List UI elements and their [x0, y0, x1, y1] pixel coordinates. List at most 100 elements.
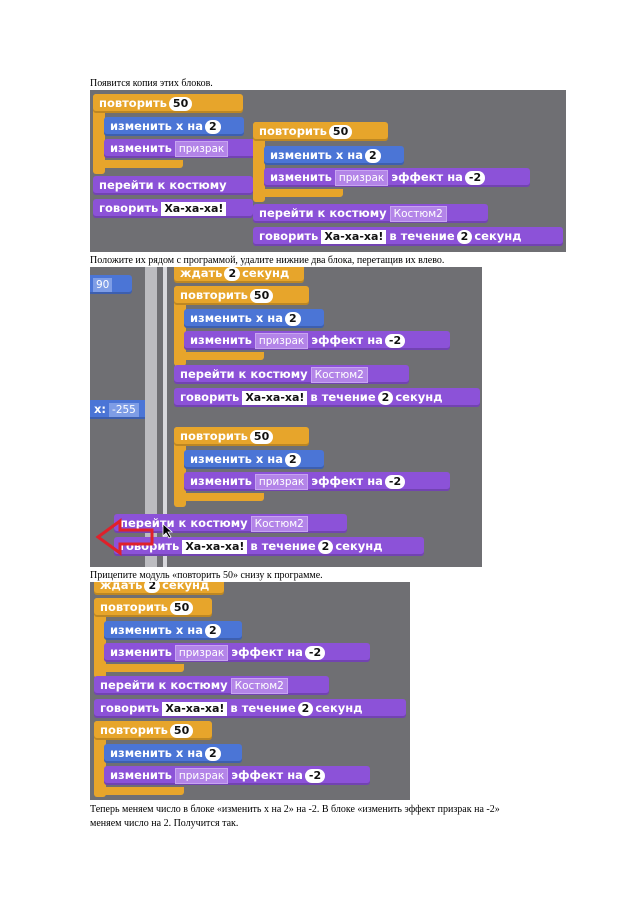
switch-costume-label: перейти к костюму	[259, 206, 387, 220]
costume-dropdown[interactable]: Костюм2	[310, 367, 368, 383]
change-x-value[interactable]: 2	[205, 747, 221, 761]
wait-secs-label: секунд	[242, 267, 290, 280]
say-label: говорить	[180, 390, 240, 404]
direction-block[interactable]: 90	[90, 275, 132, 294]
secs-label: секунд	[395, 390, 443, 404]
say-text[interactable]: Ха-ха-ха!	[242, 391, 308, 405]
for-time-label: в течение	[389, 229, 455, 243]
repeat-c-wrap-right	[253, 122, 265, 202]
switch-costume-block-left[interactable]: перейти к костюму	[93, 176, 253, 195]
secs-value[interactable]: 2	[317, 540, 334, 554]
change-label: изменить	[110, 141, 172, 155]
effect-dropdown[interactable]: призрак	[174, 645, 229, 661]
direction-value[interactable]: 90	[93, 278, 113, 292]
repeat-count[interactable]: 50	[169, 724, 194, 738]
effect-dropdown[interactable]: призрак	[254, 333, 309, 349]
repeat-foot-left	[93, 160, 183, 168]
wait-value[interactable]: 2	[224, 267, 241, 281]
change-x-label: изменить х на	[110, 623, 204, 637]
wait-label: ждать	[180, 267, 223, 280]
effect-value[interactable]: -2	[384, 475, 406, 489]
change-x-value[interactable]: 2	[285, 453, 301, 467]
say-text[interactable]: Ха-ха-ха!	[321, 230, 387, 244]
change-label: изменить	[110, 645, 172, 659]
repeat-count[interactable]: 50	[249, 430, 274, 444]
say-text[interactable]: Ха-ха-ха!	[162, 702, 228, 716]
effect-dropdown[interactable]: призрак	[254, 474, 309, 490]
effect-dropdown[interactable]: призрак	[334, 170, 389, 186]
effect-value[interactable]: -2	[384, 334, 406, 348]
secs-value[interactable]: 2	[377, 391, 394, 405]
change-label: изменить	[190, 474, 252, 488]
repeat-c-wrap-top	[174, 286, 186, 366]
secs-label: секунд	[474, 229, 522, 243]
repeat-count[interactable]: 50	[168, 97, 193, 111]
for-time-label: в течение	[310, 390, 376, 404]
effect-value[interactable]: -2	[464, 171, 486, 185]
repeat-label: повторить	[180, 288, 248, 302]
repeat-count[interactable]: 50	[169, 601, 194, 615]
secs-value[interactable]: 2	[456, 230, 473, 244]
effect-dropdown[interactable]: призрак	[174, 768, 229, 784]
repeat-count[interactable]: 50	[249, 289, 274, 303]
secs-label: секунд	[315, 701, 363, 715]
switch-costume-label: перейти к костюму	[99, 178, 227, 192]
switch-costume-label: перейти к костюму	[120, 516, 248, 530]
effect-by-label: эффект на	[311, 474, 383, 488]
effect-dropdown[interactable]: призрак	[174, 141, 229, 157]
costume-dropdown[interactable]: Костюм2	[250, 516, 308, 532]
change-x-value[interactable]: 2	[205, 624, 221, 638]
repeat-count[interactable]: 50	[328, 125, 353, 139]
change-label: изменить	[270, 170, 332, 184]
effect-value[interactable]: -2	[304, 769, 326, 783]
instruction-text-4-line2: меняем число на 2. Получится так.	[90, 818, 239, 829]
effect-by-label: эффект на	[231, 645, 303, 659]
repeat-foot-top	[174, 352, 264, 360]
costume-dropdown[interactable]: Костюм2	[389, 206, 447, 222]
divider	[163, 267, 167, 567]
say-text[interactable]: Ха-ха-ха!	[182, 540, 248, 554]
wait-value[interactable]: 2	[144, 582, 161, 593]
change-x-value[interactable]: 2	[285, 312, 301, 326]
say-text[interactable]: Ха-ха-ха!	[161, 202, 227, 216]
wait-label: ждать	[100, 582, 143, 592]
x-label: x:	[94, 402, 107, 416]
change-x-value[interactable]: 2	[205, 120, 221, 134]
secs-value[interactable]: 2	[297, 702, 314, 716]
costume-dropdown[interactable]: Костюм2	[230, 678, 288, 694]
effect-value[interactable]: -2	[304, 646, 326, 660]
effect-by-label: эффект на	[311, 333, 383, 347]
change-label: изменить	[190, 333, 252, 347]
change-x-value[interactable]: 2	[365, 149, 381, 163]
scrollbar-track[interactable]	[145, 267, 157, 567]
